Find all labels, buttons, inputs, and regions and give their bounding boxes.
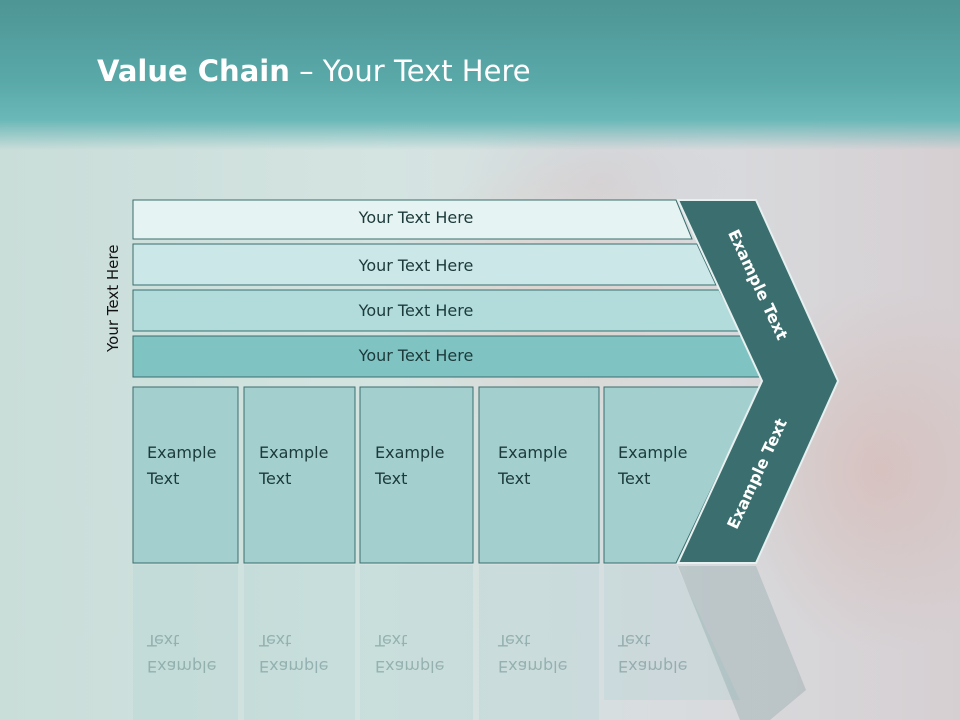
bar-2-text: Your Text Here: [358, 256, 474, 275]
reflect-3: Example Text: [375, 627, 444, 679]
bar-1-text: Your Text Here: [358, 208, 474, 227]
reflect-1-a: Example: [147, 657, 217, 676]
cell-1-shape: [132, 386, 239, 564]
cell-2-shape: [243, 386, 356, 564]
reflect-3-a: Example: [375, 657, 445, 676]
reflect-1: Example Text: [147, 627, 216, 679]
title-rest: – Your Text Here: [289, 54, 531, 88]
slide-title: Value Chain – Your Text Here: [97, 54, 531, 88]
cells-reflection: [133, 565, 740, 720]
reflect-2: Example Text: [259, 627, 328, 679]
bar-3-text: Your Text Here: [358, 301, 474, 320]
cell-5-shape: [603, 386, 761, 564]
cell-3-shape: [359, 386, 474, 564]
reflect-2-b: Text: [259, 631, 292, 650]
cell-3-text: Example Text: [375, 440, 470, 492]
cell-1-line-1: Example: [147, 443, 217, 462]
cell-5-line-1: Example: [618, 443, 688, 462]
cell-1-line-2: Text: [147, 469, 180, 488]
cell-4-line-1: Example: [498, 443, 568, 462]
reflect-4: Example Text: [498, 627, 567, 679]
bar-4-text: Your Text Here: [358, 346, 474, 365]
reflect-5-a: Example: [618, 657, 688, 676]
title-bold: Value Chain: [97, 54, 290, 88]
cell-1-text: Example Text: [147, 440, 242, 492]
bar-2-shape: [132, 243, 717, 286]
bar-1-shape: [132, 199, 693, 240]
cell-2-text: Example Text: [259, 440, 354, 492]
cell-4-shape: [478, 386, 600, 564]
cell-3-line-2: Text: [375, 469, 408, 488]
cell-4-text: Example Text: [498, 440, 593, 492]
reflect-5: Example Text: [618, 627, 687, 679]
cell-5-line-2: Text: [618, 469, 651, 488]
reflect-3-b: Text: [375, 631, 408, 650]
chevron-arrow: [676, 199, 840, 564]
chevron-reflection: [678, 566, 806, 720]
reflect-5-b: Text: [618, 631, 651, 650]
reflect-4-a: Example: [498, 657, 568, 676]
cell-2-line-1: Example: [259, 443, 329, 462]
reflect-2-a: Example: [259, 657, 329, 676]
text-reflection: Example Text Example Text Example Text Exam…: [0, 575, 960, 720]
reflect-4-b: Text: [498, 631, 531, 650]
cell-3-line-1: Example: [375, 443, 445, 462]
cell-5-text: Example Text: [618, 440, 713, 492]
reflect-1-b: Text: [147, 631, 180, 650]
header-band: [0, 0, 960, 150]
cell-2-line-2: Text: [259, 469, 292, 488]
cell-4-line-2: Text: [498, 469, 531, 488]
